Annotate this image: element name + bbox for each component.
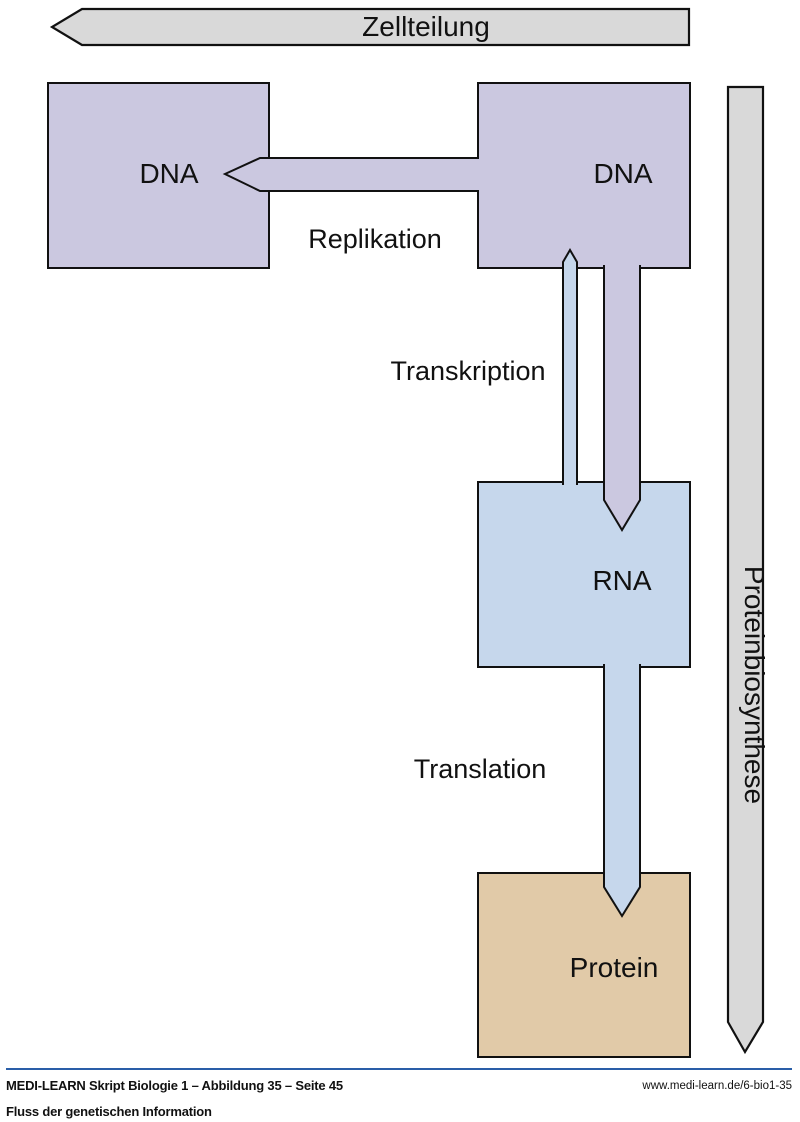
cell-division-arrow <box>49 7 691 47</box>
transcription-label: Transkription <box>390 356 545 386</box>
dna-label-right: DNA <box>593 158 652 189</box>
cell-division-label: Zellteilung <box>362 11 490 42</box>
protein-biosynthesis-label: Proteinbiosynthese <box>739 566 770 804</box>
footer-source: MEDI-LEARN Skript Biologie 1 – Abbildung… <box>6 1078 343 1093</box>
rna-box <box>477 481 691 668</box>
footer-divider <box>6 1068 792 1070</box>
protein-box <box>477 872 691 1058</box>
figure-caption: Fluss der genetischen Information <box>6 1104 212 1119</box>
translation-label: Translation <box>414 754 547 784</box>
protein-biosynthesis-arrow <box>726 85 765 1055</box>
footer-url[interactable]: www.medi-learn.de/6-bio1-35 <box>642 1080 792 1092</box>
protein-label: Protein <box>570 952 659 983</box>
dna-label-left: DNA <box>139 158 198 189</box>
transcription-arrow <box>603 265 641 532</box>
rna-label: RNA <box>592 565 651 596</box>
rna-template-arrow <box>562 248 578 485</box>
translation-arrow <box>603 664 641 918</box>
replication-label: Replikation <box>308 224 442 254</box>
